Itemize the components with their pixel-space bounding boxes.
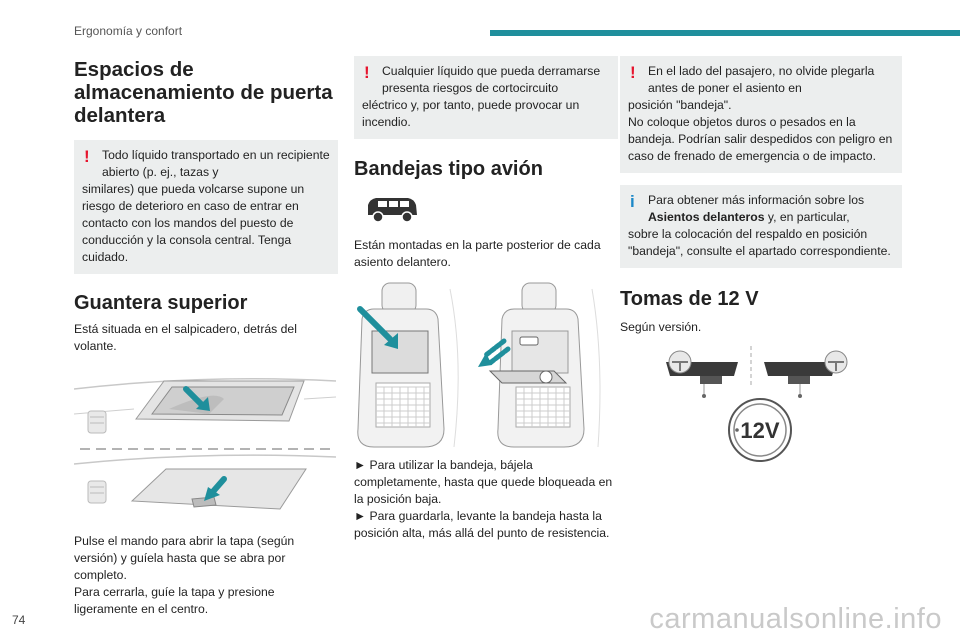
warning-box-shortcircuit: ! Cualquier líquido que pueda derramarse… (354, 56, 618, 139)
column-1: Espacios de almacenamiento de puerta del… (74, 52, 338, 618)
info-box-seats: i Para obtener más información sobre los… (620, 185, 902, 268)
info-icon: i (630, 192, 635, 211)
info-text-rest: sobre la colocación del respaldo en posi… (628, 227, 891, 258)
warning-text-first: Todo líquido transportado en un recipien… (102, 148, 330, 179)
glovebox-illustration (74, 369, 336, 519)
glovebox-intro: Está situada en el salpicadero, detrás d… (74, 322, 297, 353)
warning-icon: ! (364, 63, 370, 82)
section-header: Ergonomía y confort (74, 24, 183, 38)
trays-intro: Están montadas en la parte posterior de … (354, 238, 601, 269)
watermark: carmanualsonline.info (649, 603, 942, 635)
glovebox-open-text: Pulse el mando para abrir la tapa (según… (74, 534, 295, 582)
warning-text-rest: eléctrico y, por tanto, puede provocar u… (362, 98, 580, 129)
glovebox-close-text: Para cerrarla, guíe la tapa y presione l… (74, 585, 275, 616)
info-text-b: y, en particular, (764, 210, 850, 224)
tray-step-store: ► Para guardarla, levante la bandeja has… (354, 509, 610, 540)
column-3: ! En el lado del pasajero, no olvide ple… (620, 52, 902, 464)
warning-icon: ! (84, 147, 90, 166)
warning-text-first: En el lado del pasajero, no olvide plega… (648, 64, 875, 95)
column-2: ! Cualquier líquido que pueda derramarse… (354, 52, 618, 542)
info-text-a: Para obtener más información sobre los (648, 193, 865, 207)
warning-text-rest: similares) que pueda volcarse supone un … (82, 182, 305, 264)
info-text-bold: Asientos delanteros (648, 210, 765, 224)
socket-label: 12V (740, 418, 779, 443)
page-number: 74 (12, 613, 26, 627)
warning-text-first: Cualquier líquido que pueda derramarse p… (382, 64, 601, 95)
seat-tray-illustration (354, 279, 604, 451)
van-icon (364, 193, 420, 225)
header-accent-bar (490, 30, 960, 36)
warning-box-passenger: ! En el lado del pasajero, no olvide ple… (620, 56, 902, 173)
socket-illustration: 12V (660, 344, 860, 464)
glovebox-title: Guantera superior (74, 292, 248, 314)
sockets-title: Tomas de 12 V (620, 288, 759, 310)
info-text-first: Para obtener más información sobre los A… (628, 192, 894, 226)
warning-text-rest: posición "bandeja". (628, 98, 732, 112)
sockets-intro: Según versión. (620, 320, 702, 334)
tray-step-use: ► Para utilizar la bandeja, bájela compl… (354, 458, 613, 506)
warning-icon: ! (630, 63, 636, 82)
warning-text-rest-2: No coloque objetos duros o pesados en la… (628, 115, 893, 163)
trays-title: Bandejas tipo avión (354, 158, 543, 180)
warning-box-liquids: ! Todo líquido transportado en un recipi… (74, 140, 338, 274)
storage-title: Espacios de almacenamiento de puerta del… (74, 58, 333, 127)
